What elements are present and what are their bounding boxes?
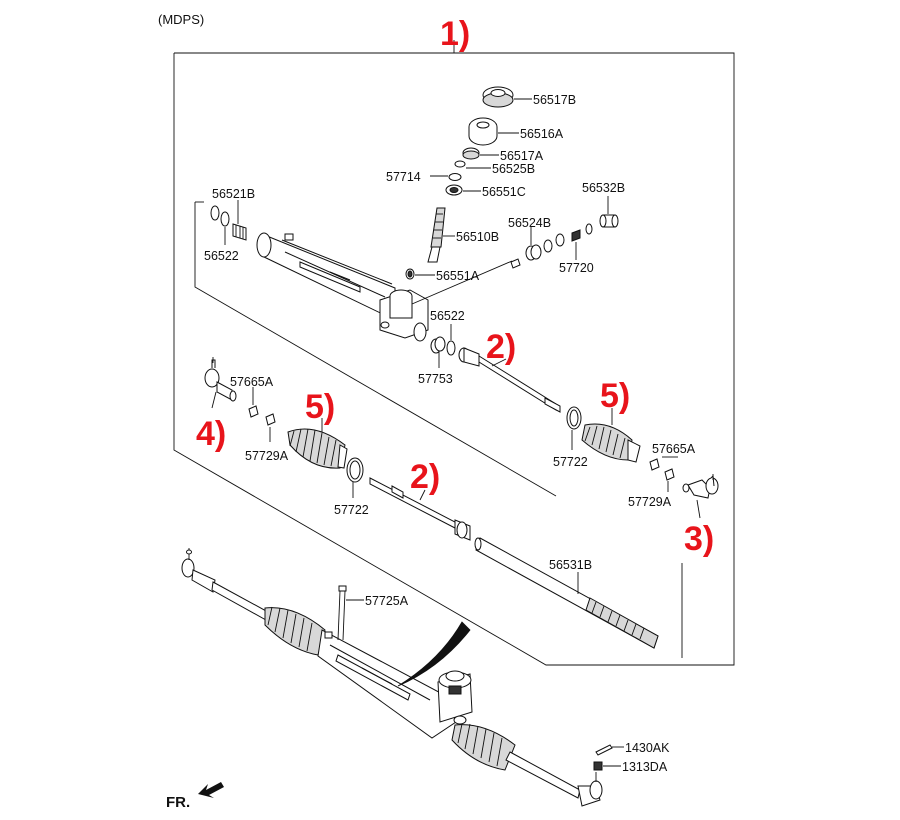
part-small-nut bbox=[510, 258, 521, 269]
part-56531B bbox=[474, 537, 659, 649]
callout-2-upper: 2) bbox=[486, 328, 516, 366]
part-56524B bbox=[525, 223, 593, 261]
label-56516A: 56516A bbox=[520, 127, 564, 141]
label-56522-b: 56522 bbox=[430, 309, 465, 323]
part-56522a bbox=[210, 205, 230, 227]
callout-3: 3) bbox=[684, 520, 714, 558]
label-56517B: 56517B bbox=[533, 93, 576, 107]
part-inner-tie-rod-lower bbox=[369, 477, 471, 541]
inner-box-left bbox=[194, 202, 557, 497]
label-56524B: 56524B bbox=[508, 216, 551, 230]
label-1313DA: 1313DA bbox=[622, 760, 668, 774]
callout-1: 1) bbox=[440, 15, 470, 53]
part-56517B bbox=[482, 86, 514, 108]
part-inner-tie-rod-upper bbox=[458, 347, 561, 413]
rack-housing bbox=[256, 232, 429, 342]
part-outer-tie-rod-right bbox=[682, 474, 719, 499]
part-57722-right bbox=[566, 406, 582, 430]
part-boot-left bbox=[287, 428, 348, 469]
part-56521B bbox=[232, 223, 247, 241]
part-1313DA bbox=[593, 761, 603, 771]
part-57665A-right bbox=[649, 458, 660, 471]
part-56525B bbox=[454, 160, 466, 168]
label-57729A-left: 57729A bbox=[245, 449, 289, 463]
part-56510B bbox=[427, 207, 446, 263]
label-56525B: 56525B bbox=[492, 162, 535, 176]
label-57722-right: 57722 bbox=[553, 455, 588, 469]
label-57753: 57753 bbox=[418, 372, 453, 386]
part-57665A-left bbox=[248, 405, 259, 418]
label-1430AK: 1430AK bbox=[625, 741, 670, 755]
assembled-steering-gear bbox=[181, 548, 603, 807]
label-56532B: 56532B bbox=[582, 181, 625, 195]
part-outer-tie-rod-left bbox=[204, 357, 237, 402]
assembly-outline bbox=[173, 52, 735, 666]
label-57729A-right: 57729A bbox=[628, 495, 672, 509]
label-57722-left: 57722 bbox=[334, 503, 369, 517]
callout-2-lower: 2) bbox=[410, 458, 440, 496]
label-57665A-left: 57665A bbox=[230, 375, 274, 389]
part-56516A bbox=[468, 117, 498, 146]
label-56510B: 56510B bbox=[456, 230, 499, 244]
part-57725A bbox=[337, 585, 347, 641]
part-56551C bbox=[445, 184, 463, 196]
part-57729A-left bbox=[265, 413, 276, 426]
part-1430AK bbox=[595, 744, 613, 756]
part-57729A-right bbox=[664, 468, 675, 481]
front-arrow-icon bbox=[198, 782, 224, 798]
label-56551C: 56551C bbox=[482, 185, 526, 199]
callout-5-left: 5) bbox=[305, 388, 335, 426]
label-57714: 57714 bbox=[386, 170, 421, 184]
label-56531B: 56531B bbox=[549, 558, 592, 572]
part-56522b bbox=[446, 340, 456, 356]
label-57720: 57720 bbox=[559, 261, 594, 275]
label-57725A: 57725A bbox=[365, 594, 409, 608]
callout-4: 4) bbox=[196, 415, 226, 453]
part-57714 bbox=[448, 173, 462, 181]
part-56532B bbox=[599, 214, 619, 228]
callout-5-right: 5) bbox=[600, 377, 630, 415]
label-56517A: 56517A bbox=[500, 149, 544, 163]
label-56551A: 56551A bbox=[436, 269, 480, 283]
front-direction-label: FR. bbox=[166, 794, 190, 811]
part-56551A bbox=[405, 268, 415, 280]
label-56522-a: 56522 bbox=[204, 249, 239, 263]
system-label: (MDPS) bbox=[158, 12, 204, 27]
label-57665A-right: 57665A bbox=[652, 442, 696, 456]
label-56521B: 56521B bbox=[212, 187, 255, 201]
part-57722-left bbox=[346, 457, 364, 483]
part-57720 bbox=[571, 229, 581, 242]
callout-pointer bbox=[397, 621, 471, 687]
part-56517A bbox=[462, 147, 480, 160]
part-boot-right bbox=[581, 423, 641, 463]
part-57753 bbox=[430, 336, 446, 354]
